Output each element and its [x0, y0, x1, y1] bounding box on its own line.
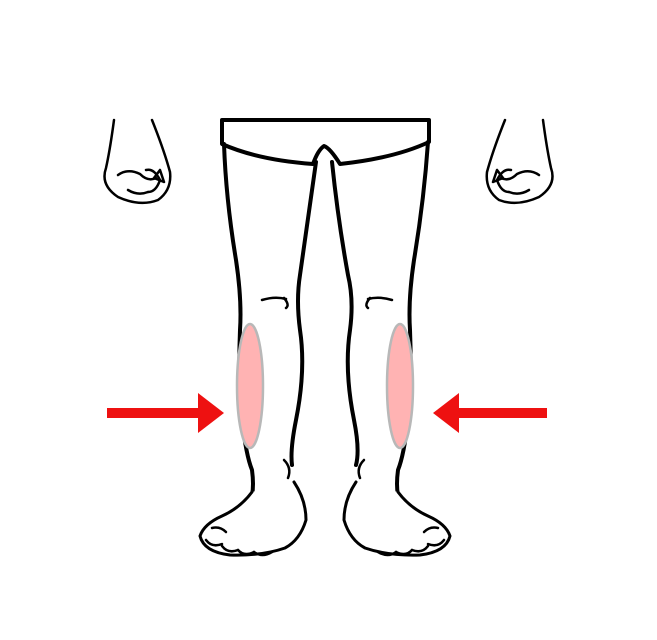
right-leg	[330, 140, 430, 497]
shorts	[220, 118, 431, 166]
arrow-left-pointing	[433, 393, 547, 433]
left-leg	[222, 142, 318, 497]
arrow-right-pointing	[107, 393, 224, 433]
right-hand	[485, 118, 554, 205]
right-shin-highlight	[385, 322, 415, 450]
left-foot	[198, 480, 308, 557]
left-shin-highlight	[235, 322, 265, 450]
right-foot	[342, 480, 452, 557]
left-hand	[103, 118, 172, 205]
